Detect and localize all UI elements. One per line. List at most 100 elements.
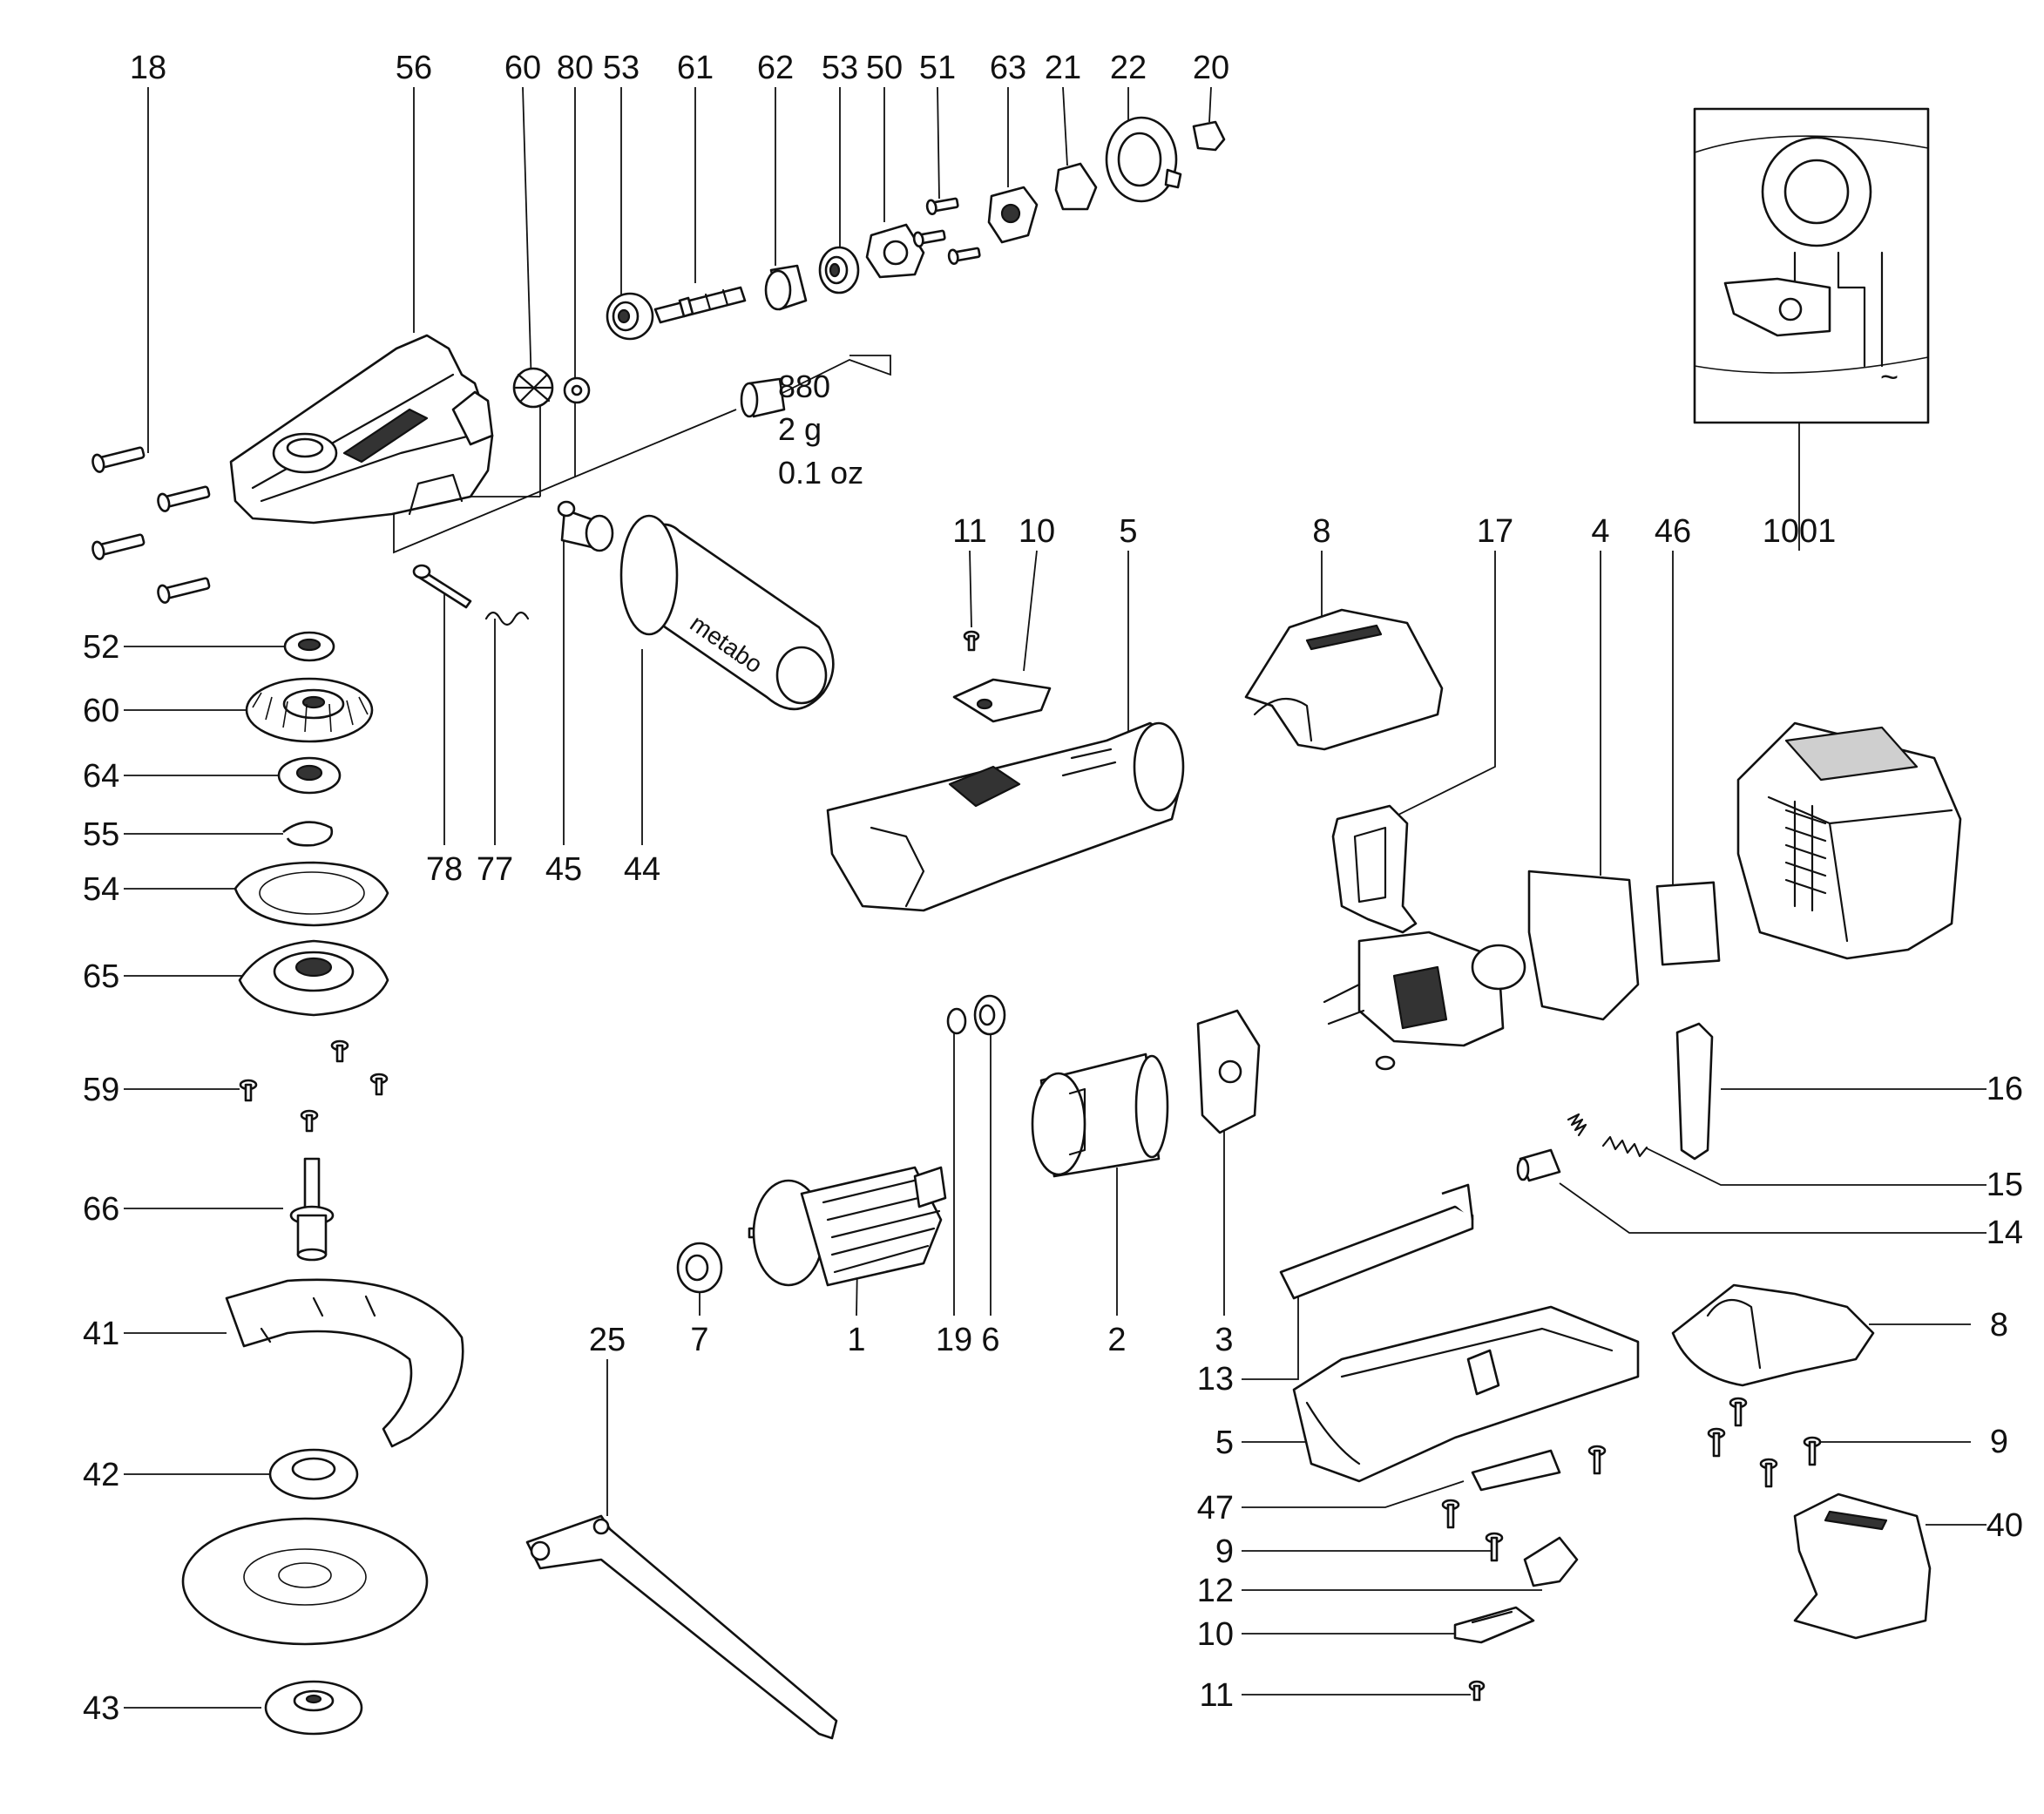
label-63: 63 [990, 50, 1026, 86]
label-strip-47 [1471, 1449, 1561, 1492]
label-18: 18 [130, 50, 166, 86]
label-11: 11 [1200, 1677, 1234, 1714]
bearing-plate-50 [865, 223, 925, 279]
label-77: 77 [477, 851, 513, 888]
clamping-nut-43 [264, 1680, 363, 1736]
label-43: 43 [83, 1690, 119, 1727]
label-10: 10 [1197, 1616, 1234, 1653]
part-labels: 18 56 60 80 53 61 62 53 50 51 63 21 22 2… [83, 50, 2023, 1727]
label-2: 2 [1107, 1322, 1126, 1358]
pinion-60 [512, 367, 554, 409]
label-12: 12 [1197, 1573, 1234, 1609]
label-20: 20 [1193, 50, 1229, 86]
rear-cover-8 [1671, 1283, 1875, 1387]
bearing-7 [676, 1242, 723, 1294]
brush-plate-3 [1196, 1009, 1261, 1134]
button-12 [1523, 1536, 1579, 1587]
label-25: 25 [589, 1322, 626, 1358]
bearing-53 [606, 292, 654, 341]
label-62: 62 [757, 50, 794, 86]
label-54: 54 [83, 871, 119, 908]
label-40: 40 [1986, 1507, 2023, 1544]
bolt-78 [412, 564, 472, 609]
cover-10 [1453, 1606, 1535, 1644]
spindle-66 [289, 1157, 335, 1262]
side-handle-44: metabo [619, 514, 835, 711]
grease-tube: 880 2 g 0.1 oz [740, 369, 863, 491]
flange-65 [238, 939, 389, 1017]
label-8: 8 [1990, 1307, 2008, 1344]
end-cap-40 [1793, 1492, 1932, 1640]
bearing-52 [283, 631, 335, 662]
screw-11 [1468, 1680, 1486, 1702]
label-16: 16 [1986, 1071, 2023, 1107]
screws-59 [239, 1039, 389, 1133]
label-3: 3 [1215, 1322, 1233, 1358]
label-5: 5 [1119, 513, 1137, 550]
label-47: 47 [1197, 1490, 1234, 1526]
screw-set-18 [91, 446, 211, 604]
label-64: 64 [83, 758, 119, 795]
grease-amount-oz: 0.1 oz [778, 455, 863, 491]
label-78: 78 [426, 851, 463, 888]
label-56: 56 [396, 50, 432, 86]
label-60: 60 [83, 693, 119, 729]
circlip-55 [282, 821, 334, 847]
label-44: 44 [624, 851, 660, 888]
motor-housing-5 [826, 721, 1185, 912]
screws-51 [912, 197, 981, 266]
label-5: 5 [1215, 1425, 1234, 1461]
wheel-guard-41 [225, 1278, 464, 1448]
label-14: 14 [1986, 1215, 2023, 1251]
label-55: 55 [83, 816, 119, 853]
label-60: 60 [504, 50, 541, 86]
label-41: 41 [83, 1316, 119, 1352]
grease-code: 880 [778, 369, 830, 404]
label-53: 53 [822, 50, 858, 86]
bushing-45 [557, 500, 614, 552]
inset-symbol: ~ [1880, 359, 1898, 395]
label-7: 7 [690, 1322, 708, 1358]
label-17: 17 [1477, 513, 1513, 550]
battery-pack [1736, 721, 1962, 960]
label-53: 53 [603, 50, 640, 86]
slider-14 [1516, 1148, 1561, 1182]
gasket-54 [234, 861, 389, 927]
label-21: 21 [1045, 50, 1081, 86]
cover-10 [952, 678, 1052, 723]
sleeve-62 [764, 264, 808, 311]
spindle-61 [653, 286, 747, 324]
label-45: 45 [545, 851, 582, 888]
spring-clip-21 [1054, 162, 1098, 211]
label-22: 22 [1110, 50, 1147, 86]
bevel-gear-60 [245, 677, 374, 743]
label-51: 51 [919, 50, 956, 86]
label-50: 50 [866, 50, 903, 86]
label-52: 52 [83, 629, 119, 666]
bearing-53 [818, 246, 860, 294]
label-9: 9 [1215, 1533, 1234, 1570]
washer-80 [563, 376, 591, 404]
screw-11 [963, 630, 980, 652]
label-11: 11 [952, 513, 986, 550]
switch-rod-13 [1279, 1183, 1474, 1300]
pin-wrench-25 [525, 1514, 838, 1740]
wiring-inset-1001: ~ [1693, 107, 1930, 424]
label-1: 1 [847, 1322, 865, 1358]
brush-holder-17 [1331, 804, 1418, 934]
label-sticker-46 [1655, 881, 1721, 966]
label-66: 66 [83, 1191, 119, 1228]
locking-button-63 [987, 186, 1039, 244]
motor-housing-5 [1292, 1305, 1640, 1483]
label-4: 4 [1591, 513, 1609, 550]
stator-2 [1031, 1053, 1169, 1178]
label-61: 61 [677, 50, 714, 86]
washer-19 [946, 1007, 967, 1035]
leader-lines [124, 86, 1986, 1709]
label-65: 65 [83, 958, 119, 995]
grinding-disc [181, 1517, 429, 1646]
label-80: 80 [557, 50, 593, 86]
label-46: 46 [1655, 513, 1691, 550]
